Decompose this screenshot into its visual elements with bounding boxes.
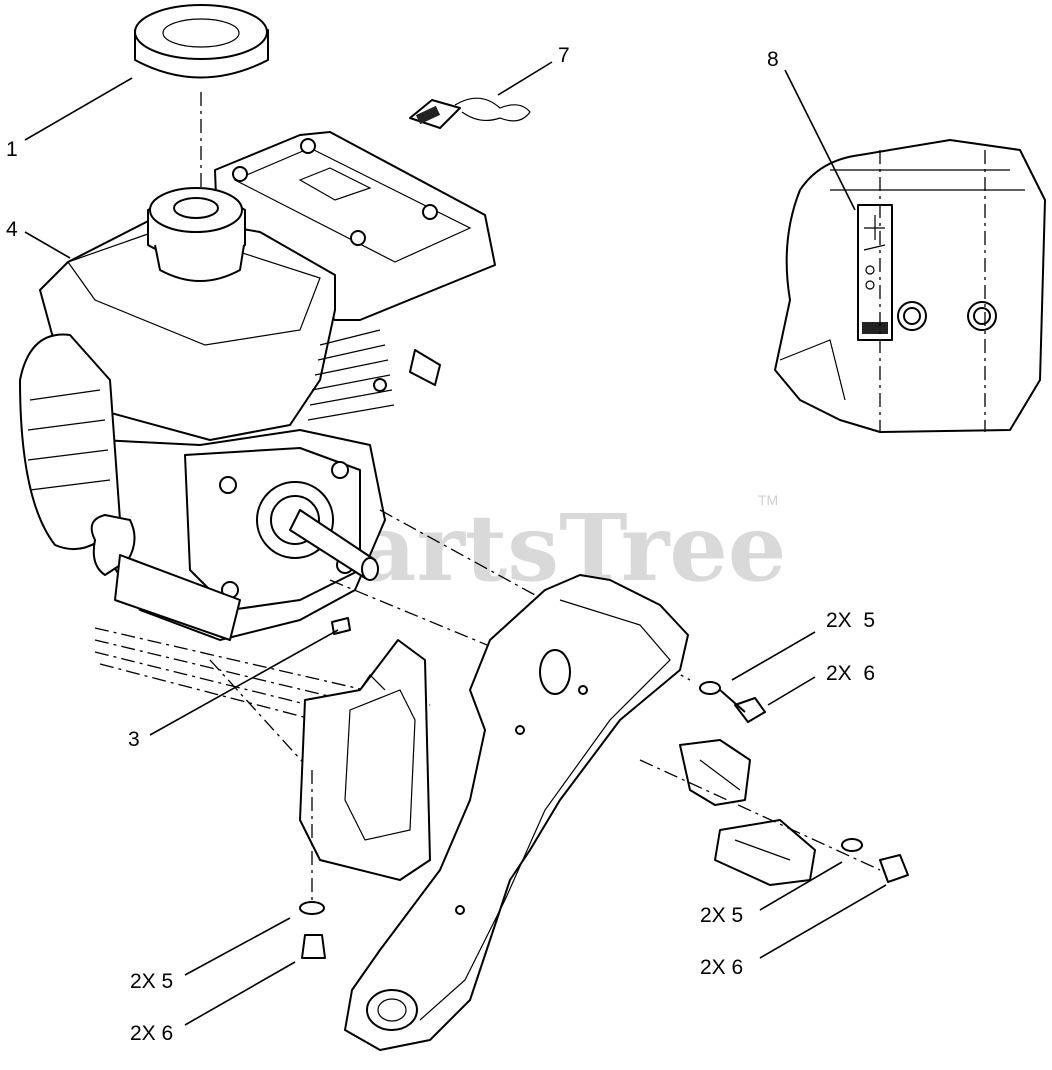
leader-7 xyxy=(497,61,553,96)
hardware xyxy=(299,681,909,959)
callout-5-upper: 2X 5 xyxy=(826,609,875,632)
bolt-6-lower-right xyxy=(879,854,909,883)
washer-5-lower-left xyxy=(299,901,325,915)
callout-3: 3 xyxy=(128,728,140,751)
leader-5b xyxy=(759,861,843,911)
leader-5c xyxy=(184,917,291,976)
callout-4: 4 xyxy=(6,218,18,241)
callout-5-lower-right: 2X 5 xyxy=(700,904,743,927)
washer-5-upper xyxy=(699,681,721,695)
leader-8 xyxy=(784,69,856,211)
bolt-6-upper xyxy=(734,697,766,723)
leader-4 xyxy=(24,231,71,259)
callout-6-upper: 2X 6 xyxy=(826,662,875,685)
callout-1: 1 xyxy=(6,138,18,161)
leader-6b xyxy=(759,884,887,959)
callout-5-lower-left: 2X 5 xyxy=(130,970,173,993)
trademark-mark: TM xyxy=(758,492,778,508)
leader-6c xyxy=(184,961,296,1026)
leader-5a xyxy=(731,631,816,681)
callout-6-lower-left: 2X 6 xyxy=(130,1022,173,1045)
leader-lines xyxy=(24,61,887,1026)
part-8-detail xyxy=(774,139,1046,433)
callout-7: 7 xyxy=(558,44,570,67)
decal-label xyxy=(857,204,893,341)
leader-3 xyxy=(149,629,339,736)
mount-plate-left xyxy=(299,639,431,881)
leader-1 xyxy=(24,77,133,141)
callouts: 1 4 7 8 3 2X 5 2X 6 2X 5 2X 6 2X 5 2X 6 xyxy=(6,44,875,1045)
washer-5-lower-right xyxy=(841,838,863,852)
callout-8: 8 xyxy=(767,48,779,71)
part-4-engine xyxy=(19,131,496,641)
part-1-gasket xyxy=(134,4,269,79)
hinge-bracket xyxy=(679,739,816,886)
bolt-6-lower-left xyxy=(301,934,326,959)
leader-6a xyxy=(767,676,816,706)
main-bracket xyxy=(344,574,689,1051)
part-7-decal xyxy=(409,97,531,129)
callout-6-lower-right: 2X 6 xyxy=(700,956,743,979)
